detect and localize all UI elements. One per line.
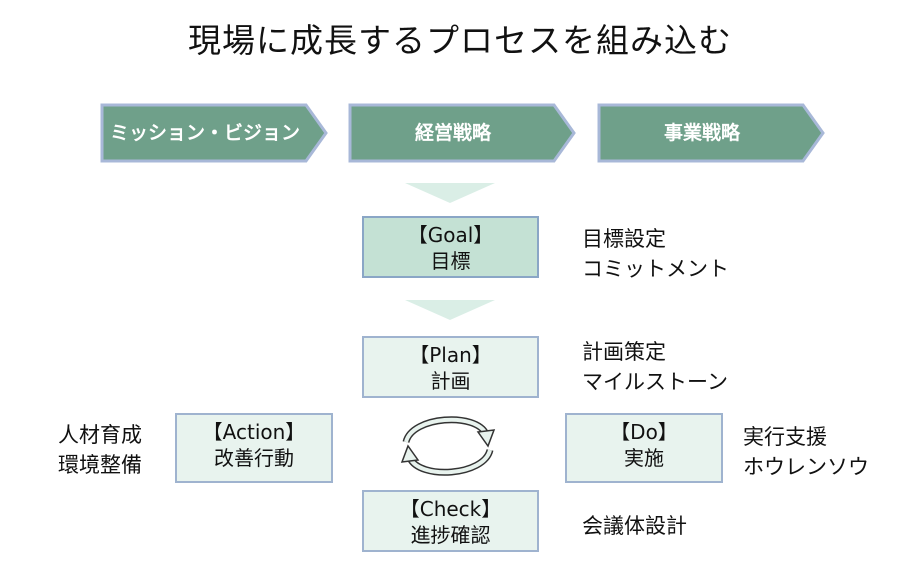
chevron-label: ミッション・ビジョン	[109, 122, 300, 144]
chevron-label: 事業戦略	[663, 122, 740, 144]
plan-label: 計画	[430, 369, 471, 393]
chevron-shape	[348, 103, 576, 163]
action-notes: 人材育成 環境整備	[58, 420, 142, 480]
note-item: 目標設定	[582, 227, 666, 251]
down-arrow-icon	[405, 183, 495, 203]
action-tag: 【Action】	[202, 420, 306, 444]
do-tag: 【Do】	[610, 420, 678, 444]
note-item: 人材育成	[58, 423, 142, 447]
check-notes: 会議体設計	[582, 511, 687, 541]
check-label: 進捗確認	[410, 523, 491, 547]
chevron-business-strategy: 事業戦略	[597, 103, 825, 163]
down-arrow-icon	[405, 300, 495, 320]
note-item: 計画策定	[582, 340, 666, 364]
chevron-label: 経営戦略	[414, 122, 491, 144]
action-label: 改善行動	[214, 446, 294, 470]
action-box: 【Action】 改善行動	[175, 413, 333, 483]
do-box: 【Do】 実施	[565, 413, 723, 483]
note-item: コミットメント	[582, 257, 729, 281]
do-label: 実施	[624, 446, 664, 470]
plan-tag: 【Plan】	[409, 343, 492, 367]
check-box: 【Check】 進捗確認	[362, 490, 539, 552]
chevron-shape	[100, 103, 328, 163]
plan-notes: 計画策定 マイルストーン	[582, 337, 728, 397]
chevron-shape	[597, 103, 825, 163]
do-notes: 実行支援 ホウレンソウ	[743, 422, 869, 482]
page-title: 現場に成長するプロセスを組み込む	[188, 21, 732, 60]
note-item: ホウレンソウ	[743, 455, 869, 479]
goal-label: 目標	[430, 249, 471, 273]
note-item: 会議体設計	[582, 514, 687, 538]
chevron-mission-vision: ミッション・ビジョン	[100, 103, 328, 163]
note-item: 実行支援	[743, 425, 827, 449]
note-item: マイルストーン	[582, 370, 728, 394]
note-item: 環境整備	[58, 453, 142, 477]
cycle-arrows-icon	[398, 410, 498, 486]
goal-box: 【Goal】 目標	[362, 216, 539, 278]
chevron-management-strategy: 経営戦略	[348, 103, 576, 163]
plan-box: 【Plan】 計画	[362, 336, 539, 398]
goal-notes: 目標設定 コミットメント	[582, 224, 729, 284]
goal-tag: 【Goal】	[407, 223, 494, 247]
check-tag: 【Check】	[399, 497, 502, 521]
